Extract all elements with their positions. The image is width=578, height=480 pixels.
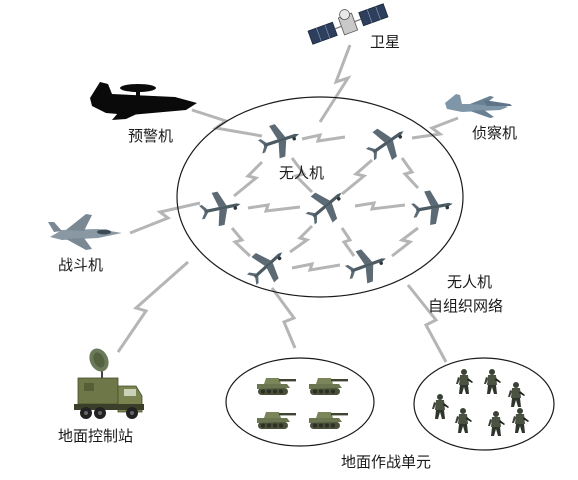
uav-icon	[240, 239, 294, 293]
recon-aircraft-icon	[445, 94, 512, 118]
soldier-icon	[508, 382, 525, 407]
fighter-label: 战斗机	[58, 256, 103, 274]
soldiers-boundary	[413, 357, 555, 451]
link-fighter	[129, 201, 201, 235]
link-soldiers	[406, 284, 448, 363]
mesh-link	[289, 224, 314, 254]
satellite-label: 卫星	[370, 33, 400, 51]
mesh-link	[341, 158, 373, 196]
tank-icon	[257, 378, 296, 395]
link-vehicles	[270, 287, 297, 349]
awacs-label: 预警机	[128, 127, 173, 145]
tank-icon	[309, 378, 348, 395]
vehicles-boundary	[225, 357, 375, 447]
armored-vehicles-group	[257, 378, 348, 429]
mesh-link	[247, 203, 301, 213]
mesh-link	[301, 132, 346, 143]
network-label-line1: 无人机	[447, 273, 492, 291]
soldiers-group	[432, 369, 529, 436]
link-satellite	[318, 44, 352, 123]
soldier-icon	[512, 408, 529, 433]
radar-truck-icon	[74, 348, 144, 419]
uav-network-boundary	[176, 96, 464, 298]
uav-icon	[254, 117, 305, 163]
fighter-jet-icon	[48, 214, 122, 250]
network-label-line2: 自组织网络	[428, 297, 503, 315]
mesh-link	[290, 157, 314, 194]
ground-station-label: 地面控制站	[58, 427, 133, 445]
mesh-link	[391, 226, 419, 258]
satellite-icon	[307, 3, 389, 45]
awacs-aircraft-icon	[90, 82, 197, 120]
mesh-link	[354, 201, 406, 211]
link-recon	[411, 116, 459, 140]
soldier-icon	[488, 411, 505, 436]
tank-icon	[309, 412, 348, 429]
soldier-icon	[484, 369, 501, 394]
mesh-link	[291, 262, 341, 272]
soldier-icon	[432, 394, 449, 419]
link-awacs	[191, 108, 263, 138]
uav-label: 无人机	[279, 164, 324, 182]
mesh-link	[340, 227, 356, 257]
mesh-link	[400, 157, 420, 190]
recon-label: 侦察机	[472, 124, 517, 142]
comm-links	[116, 44, 459, 363]
mesh-link	[233, 160, 264, 198]
soldier-icon	[456, 369, 473, 394]
tank-icon	[257, 412, 296, 429]
ground-units-label: 地面作战单元	[341, 453, 431, 471]
soldier-icon	[455, 408, 472, 433]
link-ground-station	[116, 260, 189, 353]
mesh-link	[230, 227, 252, 258]
uav-icon	[409, 186, 456, 228]
